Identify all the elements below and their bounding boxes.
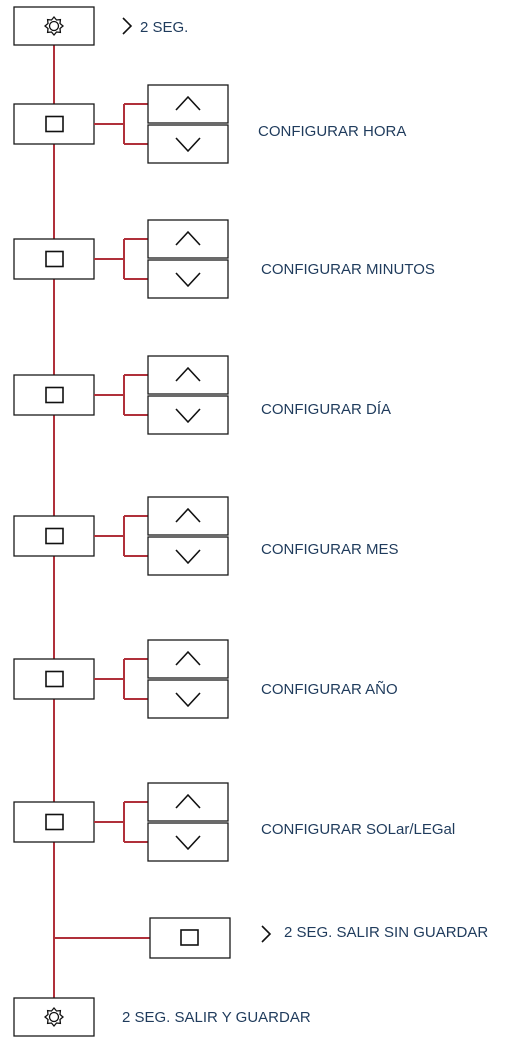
down-button-year[interactable]: [147, 679, 229, 719]
exit-no-save-label: 2 SEG. SALIR SIN GUARDAR: [284, 924, 489, 941]
down-button-day[interactable]: [147, 395, 229, 435]
down-button-hour[interactable]: [147, 124, 229, 164]
chevron-down-icon: [175, 272, 201, 288]
chevron-down-icon: [175, 692, 201, 708]
bracket-connector: [94, 374, 148, 416]
gear-icon: [43, 1006, 65, 1028]
up-button-day[interactable]: [147, 355, 229, 395]
up-button-dst[interactable]: [147, 782, 229, 822]
up-button-hour[interactable]: [147, 84, 229, 124]
square-icon: [45, 250, 64, 268]
gear-button-end[interactable]: [13, 997, 95, 1037]
chevron-up-icon: [175, 650, 201, 666]
square-button-month[interactable]: [13, 515, 95, 557]
bracket-connector: [94, 103, 148, 145]
down-button-month[interactable]: [147, 536, 229, 576]
square-icon: [45, 115, 64, 133]
start-hold-label: 2 SEG.: [140, 19, 189, 36]
chevron-down-icon: [175, 835, 201, 851]
square-button-year[interactable]: [13, 658, 95, 700]
step-label-minutes: CONFIGURAR MINUTOS: [261, 261, 435, 278]
chevron-up-icon: [175, 507, 201, 523]
square-button-exit-no-save[interactable]: [149, 917, 231, 959]
chevron-down-icon: [175, 137, 201, 153]
square-button-day[interactable]: [13, 374, 95, 416]
bracket-connector: [94, 658, 148, 700]
step-label-month: CONFIGURAR MES: [261, 541, 399, 558]
up-button-year[interactable]: [147, 639, 229, 679]
chevron-down-icon: [175, 549, 201, 565]
square-button-dst[interactable]: [13, 801, 95, 843]
square-icon: [45, 813, 64, 831]
down-button-minutes[interactable]: [147, 259, 229, 299]
bracket-connector: [94, 801, 148, 843]
step-label-dst: CONFIGURAR SOLar/LEGal: [261, 821, 456, 838]
chevron-down-icon: [175, 408, 201, 424]
gear-button-start[interactable]: [13, 6, 95, 46]
up-button-month[interactable]: [147, 496, 229, 536]
chevron-right-icon: [261, 925, 272, 943]
up-button-minutes[interactable]: [147, 219, 229, 259]
steps-group: [13, 84, 229, 862]
square-icon: [45, 670, 64, 688]
bracket-connector: [94, 515, 148, 557]
step-label-day: CONFIGURAR DÍA: [261, 401, 392, 418]
down-button-dst[interactable]: [147, 822, 229, 862]
chevron-up-icon: [175, 95, 201, 111]
exit-save-label: 2 SEG. SALIR Y GUARDAR: [122, 1009, 311, 1026]
chevron-up-icon: [175, 366, 201, 382]
step-label-hour: CONFIGURAR HORA: [258, 123, 407, 140]
square-button-hour[interactable]: [13, 103, 95, 145]
chevron-up-icon: [175, 793, 201, 809]
square-icon: [45, 527, 64, 545]
step-label-year: CONFIGURAR AÑO: [261, 681, 398, 698]
square-button-minutes[interactable]: [13, 238, 95, 280]
square-icon: [45, 386, 64, 404]
chevron-right-icon: [122, 17, 133, 35]
bracket-connector: [94, 238, 148, 280]
gear-icon: [43, 15, 65, 37]
chevron-up-icon: [175, 230, 201, 246]
square-icon: [180, 929, 199, 946]
